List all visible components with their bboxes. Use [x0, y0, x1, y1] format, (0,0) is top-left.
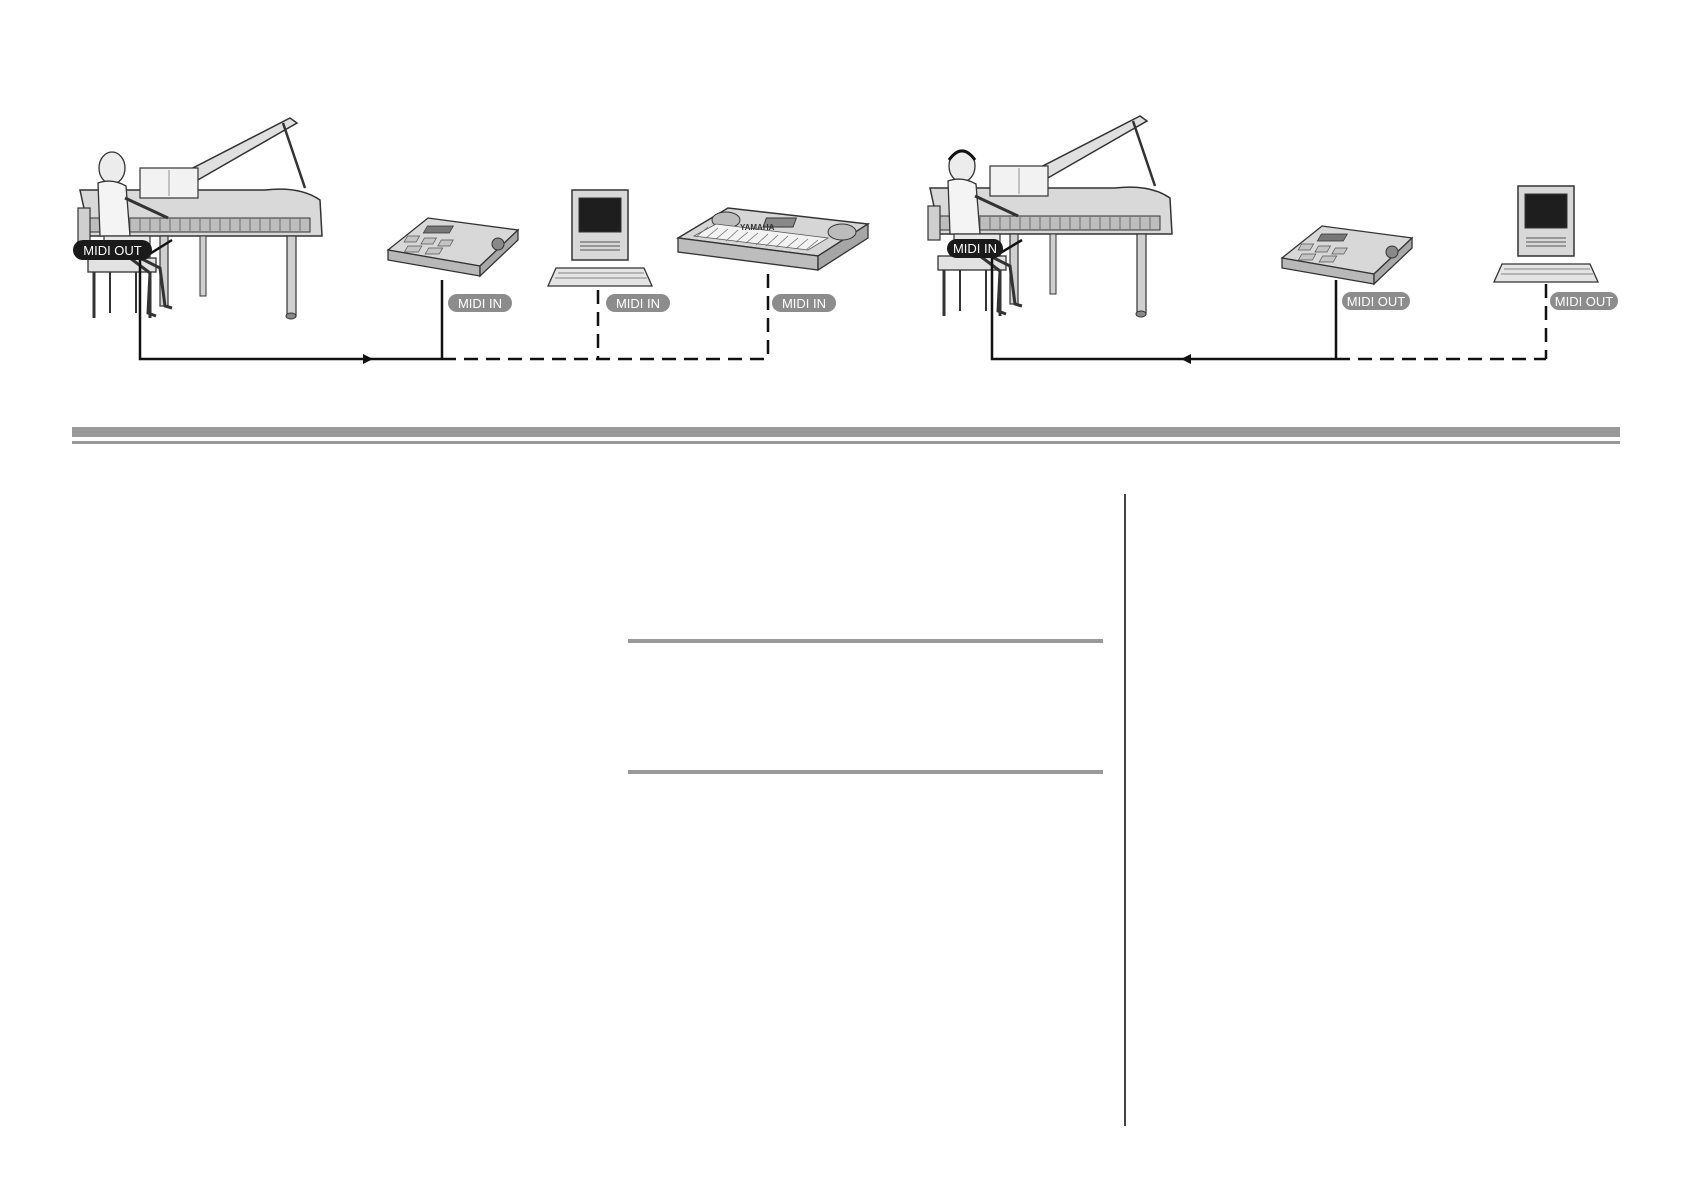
midi-in-badge-sequencer: MIDI IN — [448, 294, 512, 312]
midi-in-badge-keyboard: MIDI IN — [772, 294, 836, 312]
sequencer-icon — [387, 217, 519, 277]
svg-text:MIDI OUT: MIDI OUT — [1555, 294, 1614, 309]
section-rule-thick — [72, 427, 1620, 437]
sequencer-icon-right — [1281, 225, 1413, 285]
computer-icon — [547, 189, 653, 287]
midi-out-badge-computer: MIDI OUT — [1550, 292, 1618, 310]
grand-piano-icon-right — [926, 114, 1174, 319]
subsection-rule-lower — [628, 770, 1103, 774]
right-diagram: MIDI IN MIDI OUT MIDI OUT — [926, 114, 1618, 364]
svg-text:MIDI IN: MIDI IN — [616, 296, 660, 311]
midi-out-badge-sequencer: MIDI OUT — [1342, 292, 1410, 310]
connection-line-solid — [138, 238, 373, 364]
subsection-rule-upper — [628, 639, 1103, 643]
svg-text:MIDI IN: MIDI IN — [782, 296, 826, 311]
svg-text:MIDI OUT: MIDI OUT — [83, 243, 142, 258]
midi-out-badge: MIDI OUT — [73, 240, 152, 260]
computer-icon-right — [1493, 185, 1599, 283]
midi-in-badge-computer: MIDI IN — [606, 294, 670, 312]
headphones-icon — [947, 149, 977, 161]
section-rule-thin — [72, 441, 1620, 444]
column-divider — [1124, 494, 1126, 1126]
keyboard-brand: YAMAHA — [740, 223, 775, 232]
svg-text:MIDI OUT: MIDI OUT — [1347, 294, 1406, 309]
left-diagram: YAMAHA MIDI OUT MIDI IN MIDI IN MIDI IN — [73, 116, 869, 364]
svg-text:MIDI IN: MIDI IN — [953, 241, 997, 256]
svg-text:MIDI IN: MIDI IN — [458, 296, 502, 311]
keyboard-icon — [677, 207, 869, 271]
grand-piano-icon — [76, 116, 324, 321]
midi-in-badge-piano: MIDI IN — [947, 239, 1003, 258]
